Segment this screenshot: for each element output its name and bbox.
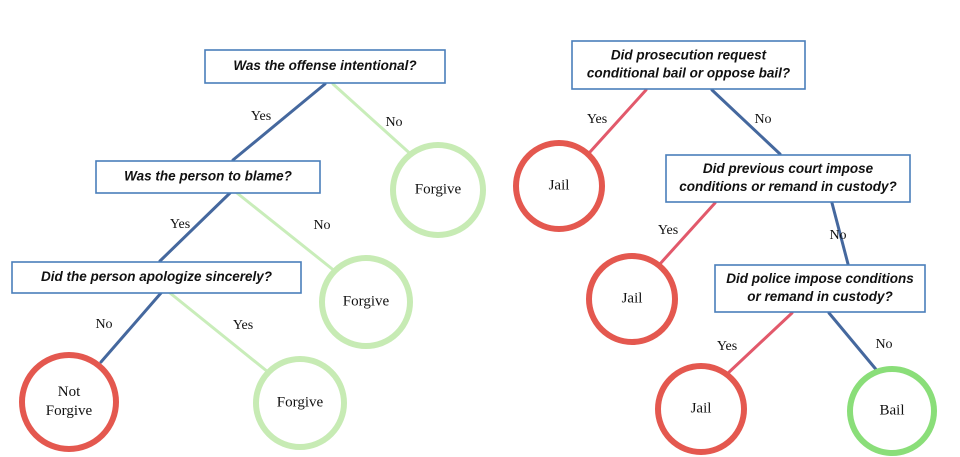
decision-node-label: Did prosecution request <box>611 48 767 63</box>
outcome-node-label: Jail <box>691 400 712 416</box>
edge-label: No <box>385 115 402 130</box>
outcome-node-circle[interactable] <box>847 366 937 456</box>
edge-label: No <box>95 317 112 332</box>
tree-edge <box>331 82 417 160</box>
tree-edge <box>231 82 327 162</box>
outcome-node-label: Forgive <box>46 403 93 419</box>
outcome-node-circle[interactable] <box>319 255 413 349</box>
tree-edge <box>99 291 163 364</box>
decision-node-box[interactable] <box>714 264 926 313</box>
edge-label: Yes <box>170 217 190 232</box>
tree-edge <box>168 291 270 374</box>
edge-label: No <box>875 337 892 352</box>
decision-node-label: or remand in custody? <box>747 289 893 304</box>
decision-node-box[interactable] <box>665 154 911 203</box>
tree-edge <box>710 88 782 156</box>
outcome-node-circle[interactable] <box>19 352 119 452</box>
edge-label: No <box>829 228 846 243</box>
tree-edge <box>724 311 794 377</box>
edge-label: Yes <box>717 339 737 354</box>
edge-label: Yes <box>233 318 253 333</box>
outcome-node-label: Jail <box>622 290 643 306</box>
outcome-node-label: Forgive <box>277 394 324 410</box>
tree-edge <box>657 201 717 267</box>
outcome-node-circle[interactable] <box>253 356 347 450</box>
tree-edge <box>827 311 881 375</box>
decision-node-label: Did police impose conditions <box>726 271 914 286</box>
decision-node-label: Was the person to blame? <box>124 169 292 184</box>
outcome-node-label: Bail <box>880 402 905 418</box>
decision-node-box[interactable] <box>571 40 806 90</box>
decision-node-box[interactable] <box>204 49 446 84</box>
tree-edge <box>235 191 338 274</box>
nodes-layer: Was the offense intentional? Was the pers… <box>11 40 937 456</box>
outcome-node-circle[interactable] <box>390 142 486 238</box>
outcome-node-label: Forgive <box>415 181 462 197</box>
outcome-node-label: Forgive <box>343 293 390 309</box>
decision-node-label: conditional bail or oppose bail? <box>587 66 790 81</box>
decision-node-label: conditions or remand in custody? <box>679 179 897 194</box>
edge-label: Yes <box>587 112 607 127</box>
outcome-node-circle[interactable] <box>513 140 605 232</box>
decision-node-box[interactable] <box>11 261 302 294</box>
edges-layer <box>99 82 881 377</box>
decision-node-label: Was the offense intentional? <box>233 58 416 73</box>
decision-node-label: Did previous court impose <box>703 161 874 176</box>
tree-edge <box>830 201 850 266</box>
edge-label: Yes <box>251 109 271 124</box>
tree-edge <box>158 191 232 263</box>
outcome-node-label: Jail <box>549 177 570 193</box>
outcome-node-label: Not <box>58 384 81 400</box>
tree-edge <box>588 88 648 154</box>
decision-node-label: Did the person apologize sincerely? <box>41 269 272 284</box>
edge-label: Yes <box>658 223 678 238</box>
edge-label: No <box>754 112 771 127</box>
edge-label: No <box>313 218 330 233</box>
decision-node-box[interactable] <box>95 160 321 194</box>
outcome-node-circle[interactable] <box>655 363 747 455</box>
outcome-node-circle[interactable] <box>586 253 678 345</box>
